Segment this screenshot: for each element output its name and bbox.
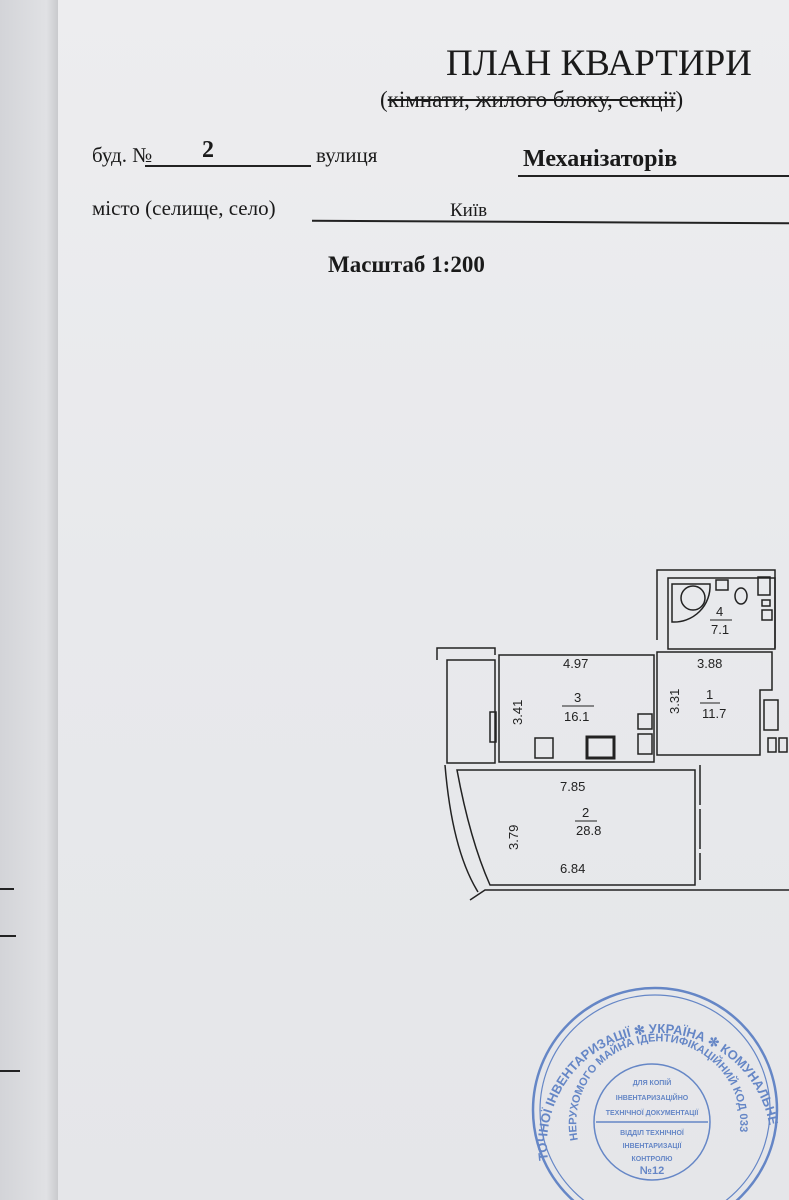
city-label: місто (селище, село) <box>92 196 276 220</box>
room-1-number: 1 <box>706 687 713 702</box>
room-1-outline <box>656 651 773 756</box>
stamp-line: ІНВЕНТАРИЗАЦІЙНО <box>616 1093 689 1102</box>
scale-label: Масштаб 1:200 <box>328 252 485 277</box>
toilet-icon <box>734 587 748 605</box>
stamp-line: КОНТРОЛЮ <box>631 1156 672 1163</box>
stamp-line: ДЛЯ КОПІЙ <box>633 1078 672 1087</box>
street-underline <box>518 175 789 177</box>
room-2-depth: 3.79 <box>506 825 521 850</box>
stamp-line: ІНВЕНТАРИЗАЦІЇ <box>623 1142 683 1150</box>
adjacent-page-edge <box>0 0 58 1200</box>
bathtub-icon <box>671 583 711 623</box>
sink-icon <box>715 579 729 591</box>
bathtub-basin-icon <box>680 585 706 611</box>
city-value: Київ <box>450 200 488 221</box>
stove-icon <box>534 737 554 759</box>
building-label: буд. № <box>92 143 153 167</box>
room-2-area: 28.8 <box>576 823 601 838</box>
sink-cabinet-icon <box>585 735 616 760</box>
street-value: Механізаторів <box>523 146 678 172</box>
room-1-width: 3.88 <box>697 656 722 671</box>
room-3-number: 3 <box>574 690 581 705</box>
room-4-number: 4 <box>716 604 723 619</box>
svg-text:НЕРУХОМОГО МАЙНА ІДЕНТИФІКАЦІЙ: НЕРУХОМОГО МАЙНА ІДЕНТИФІКАЦІЙНИЙ КОД 03… <box>0 0 749 1142</box>
room-3-width: 4.97 <box>563 656 588 671</box>
room-3-depth: 3.41 <box>510 700 525 725</box>
room-2-width: 7.85 <box>560 779 585 794</box>
room-2-outline <box>456 769 696 886</box>
room-3-outline <box>498 654 655 763</box>
document-title: ПЛАН КВАРТИРИ <box>446 43 752 84</box>
document-page <box>58 0 789 1200</box>
document-subtitle: (кімнати, жилого блоку, секції) <box>380 87 684 112</box>
room-2-width-bottom: 6.84 <box>560 861 585 876</box>
building-underline <box>145 165 311 167</box>
room-2-number: 2 <box>582 805 589 820</box>
room-1-depth: 3.31 <box>667 689 682 714</box>
struck-text: кімнати, жилого блоку, секції <box>387 87 676 112</box>
street-label: вулиця <box>316 143 378 167</box>
room-1-area: 11.7 <box>702 706 726 721</box>
room-4-area: 7.1 <box>711 622 729 637</box>
stamp-line: ВІДДІЛ ТЕХНІЧНОЇ <box>620 1129 685 1137</box>
stamp-number: №12 <box>640 1165 665 1177</box>
room-3-area: 16.1 <box>564 709 589 724</box>
room-4-outline <box>667 577 776 650</box>
building-number: 2 <box>202 137 214 163</box>
stamp-inner-ring: НЕРУХОМОГО МАЙНА ІДЕНТИФІКАЦІЙНИЙ КОД 03… <box>0 0 749 1142</box>
stamp-line: ТЕХНІЧНОЇ ДОКУМЕНТАЦІЇ <box>606 1109 700 1117</box>
